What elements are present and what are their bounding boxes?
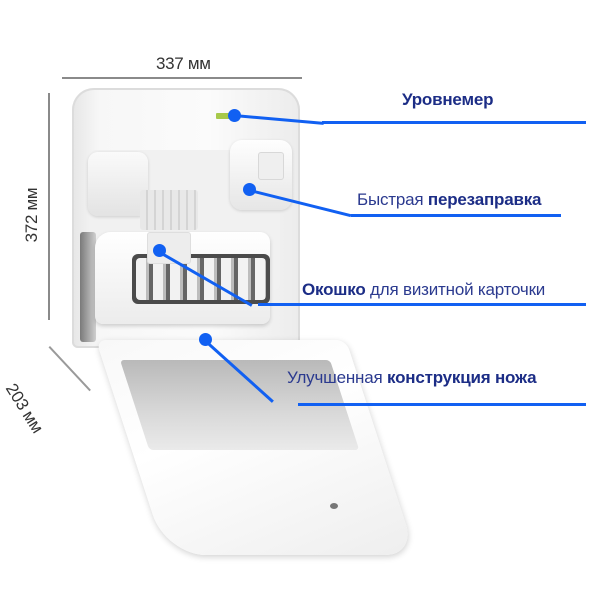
callout-underline-quick-refill <box>351 214 561 217</box>
callout-underline-card-window <box>258 303 586 306</box>
callout-label-cutter: Улучшенная конструкция ножа <box>287 368 537 387</box>
height-dimension-line <box>48 93 50 320</box>
left-roll-holder <box>88 152 148 216</box>
height-dimension-label: 372 мм <box>22 187 41 243</box>
cover-lock-keyhole <box>330 503 338 509</box>
callout-label-quick-refill: Быстрая перезаправка <box>357 190 542 209</box>
callout-underline-level-gauge <box>322 121 586 124</box>
side-hinge <box>80 232 96 342</box>
callout-underline-cutter <box>298 403 586 406</box>
depth-dimension-label: 203 мм <box>1 380 47 437</box>
back-panel-ribs <box>140 190 198 230</box>
width-dimension-line <box>62 77 302 79</box>
quick-refill-latch <box>258 152 284 180</box>
level-indicator-window <box>216 113 230 119</box>
callout-label-card-window: Окошко для визитной карточки <box>302 280 546 299</box>
width-dimension-label: 337 мм <box>156 54 211 73</box>
depth-dimension-line <box>48 346 91 392</box>
callout-label-level-gauge: Уровнемер <box>402 90 494 109</box>
